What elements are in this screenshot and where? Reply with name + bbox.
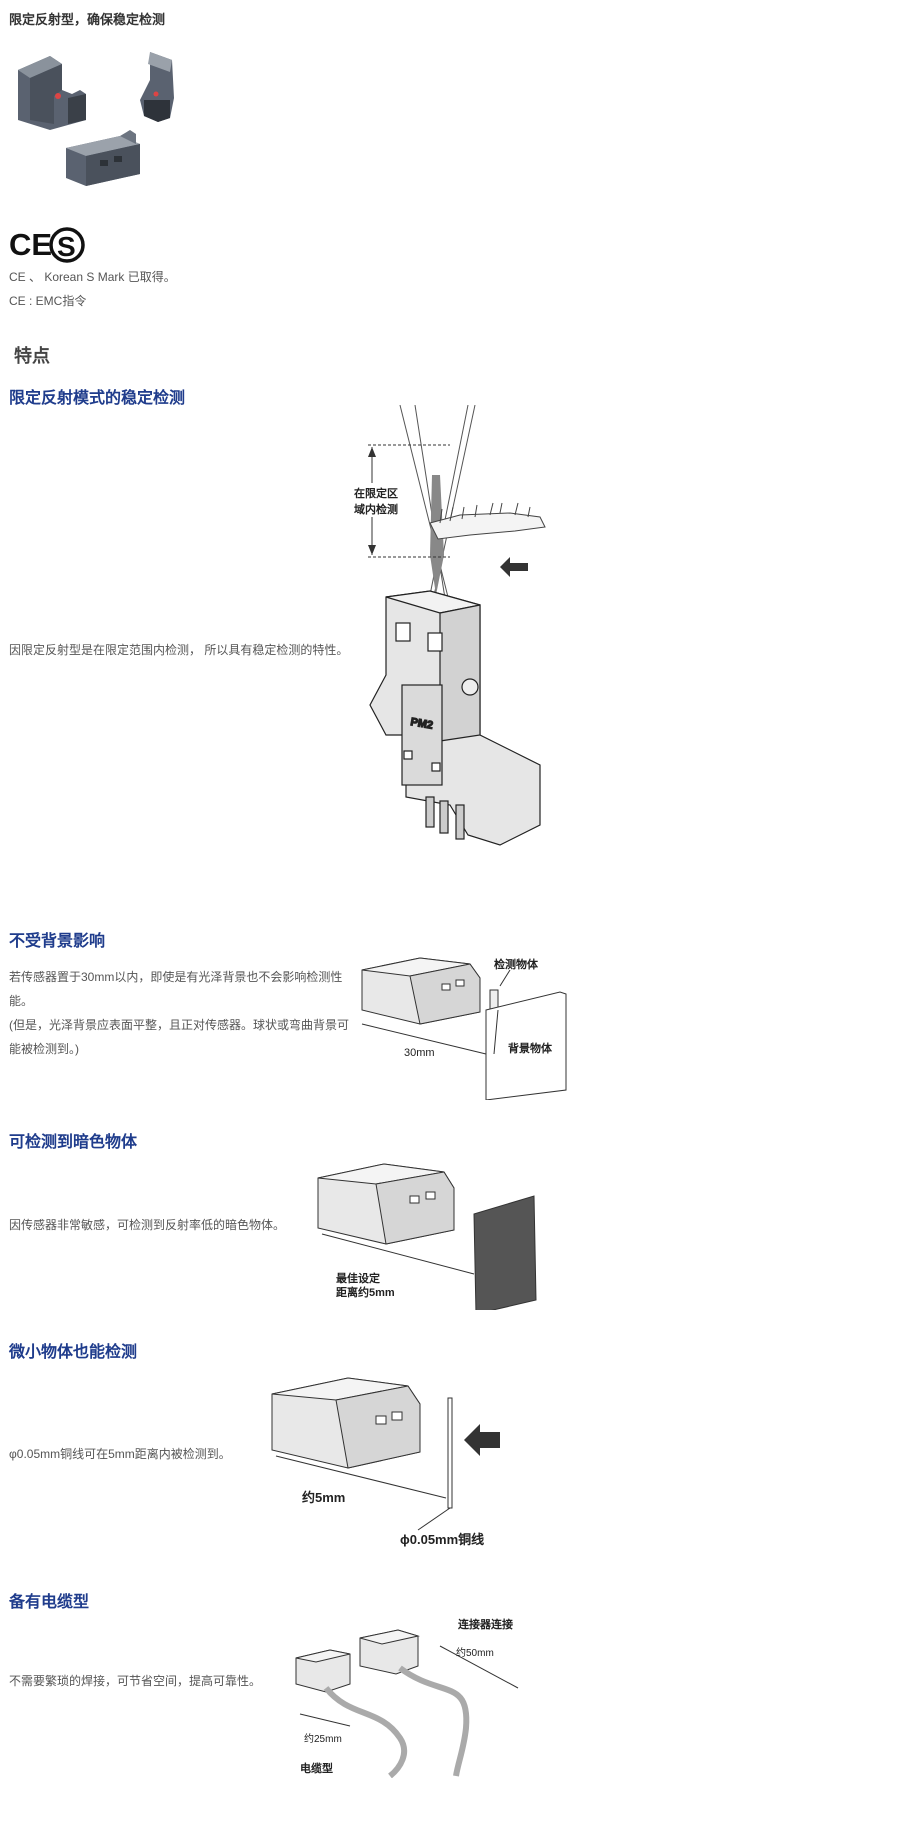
cert-line-1: CE 、 Korean S Mark 已取得。 [9,270,176,284]
korean-s-mark-icon [49,227,85,263]
label-background-object: 背景物体 [508,1041,553,1055]
page-title: 限定反射型，确保稳定检测 [9,12,166,27]
ce-logo: CE [9,227,52,262]
section-2-line-4: 能被检测到。) [9,1042,79,1056]
label-pm2: PM2 [409,716,433,732]
cert-line-2: CE : EMC指令 [9,294,87,308]
section-5-diagram: 连接器连接 约50mm 约25mm 电缆型 [295,1618,519,1778]
label-approx-25mm: 约25mm [304,1732,342,1745]
section-2-title: 不受背景影响 [9,933,106,950]
section-1-text: 因限定反射型是在限定范围内检测， 所以具有稳定检测的特性。 [9,643,349,657]
label-cable-type: 电缆型 [300,1761,333,1775]
section-4-diagram: 约5mm ϕ0.05mm铜线 [271,1377,500,1547]
s-mark-letter: S [57,231,76,262]
label-approx-50mm: 约50mm [456,1646,494,1659]
label-connector-type: 连接器连接 [458,1618,513,1631]
section-2-line-3: (但是，光泽背景应表面平整，且正对传感器。球状或弯曲背景可 [9,1018,349,1032]
section-4-title: 微小物体也能检测 [9,1344,138,1361]
label-approx-5mm: 约5mm [302,1490,345,1505]
section-2-diagram: 检测物体 背景物体 30mm [361,957,567,1100]
section-3-title: 可检测到暗色物体 [9,1134,138,1151]
section-2-line-2: 能。 [9,994,34,1008]
section-2-line-1: 若传感器置于30mm以内，即使是有光泽背景也不会影响检测性 [9,970,343,984]
label-target-object: 检测物体 [494,957,539,971]
section-5-title: 备有电缆型 [9,1594,90,1611]
section-1-title: 限定反射模式的稳定检测 [9,390,186,407]
certification-logos: CE S [9,227,85,263]
label-distance-5mm: 距离约5mm [336,1285,395,1299]
section-3-text: 因传感器非常敏感，可检测到反射率低的暗色物体。 [9,1218,286,1232]
label-optimal-setting: 最佳设定 [336,1271,380,1285]
section-5-text: 不需要繁琐的焊接，可节省空间，提高可靠性。 [9,1674,262,1688]
label-30mm: 30mm [404,1047,435,1059]
product-photos [18,52,174,186]
section-1-diagram: 在限定区 域内检测 PM2 [354,405,546,846]
product-photo-3 [66,130,140,186]
label-limited-zone: 在限定区 [354,486,398,500]
product-photo-1 [18,56,86,130]
section-4-text: φ0.05mm铜线可在5mm距离内被检测到。 [9,1447,231,1461]
arrow-icon [464,1424,500,1456]
arrow-icon [500,557,528,577]
label-copper-wire: ϕ0.05mm铜线 [400,1532,484,1547]
section-3-diagram: 最佳设定 距离约5mm [317,1163,537,1310]
product-photo-2 [140,52,174,122]
features-heading: 特点 [14,346,50,366]
label-in-zone-detection: 域内检测 [354,502,398,516]
